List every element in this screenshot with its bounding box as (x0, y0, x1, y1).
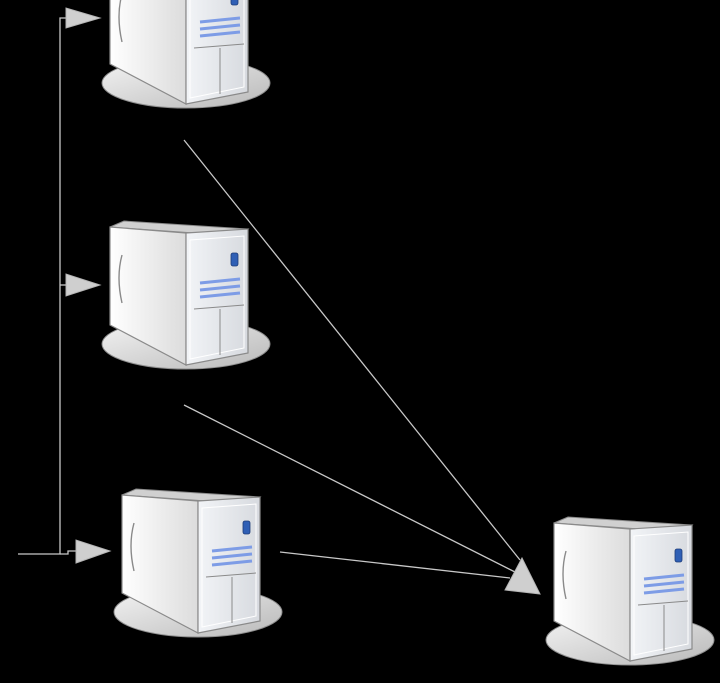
arrowhead-top (65, 7, 102, 29)
arrowheads (65, 7, 541, 595)
branch-bottom-line (60, 550, 78, 555)
edge-top-to-destination (183, 139, 521, 561)
server-middle-icon (100, 219, 272, 371)
edge-bottom-to-destination (279, 551, 511, 579)
edge-middle-to-destination (183, 404, 516, 573)
arrowhead-destination (504, 556, 541, 595)
server-bottom-icon (112, 487, 284, 639)
server-top-icon (100, 0, 272, 110)
server-destination-icon (544, 515, 716, 667)
arrowhead-bottom (75, 539, 112, 564)
connector-lines (18, 17, 521, 579)
arrowhead-middle (65, 273, 102, 297)
input-line (18, 17, 68, 555)
